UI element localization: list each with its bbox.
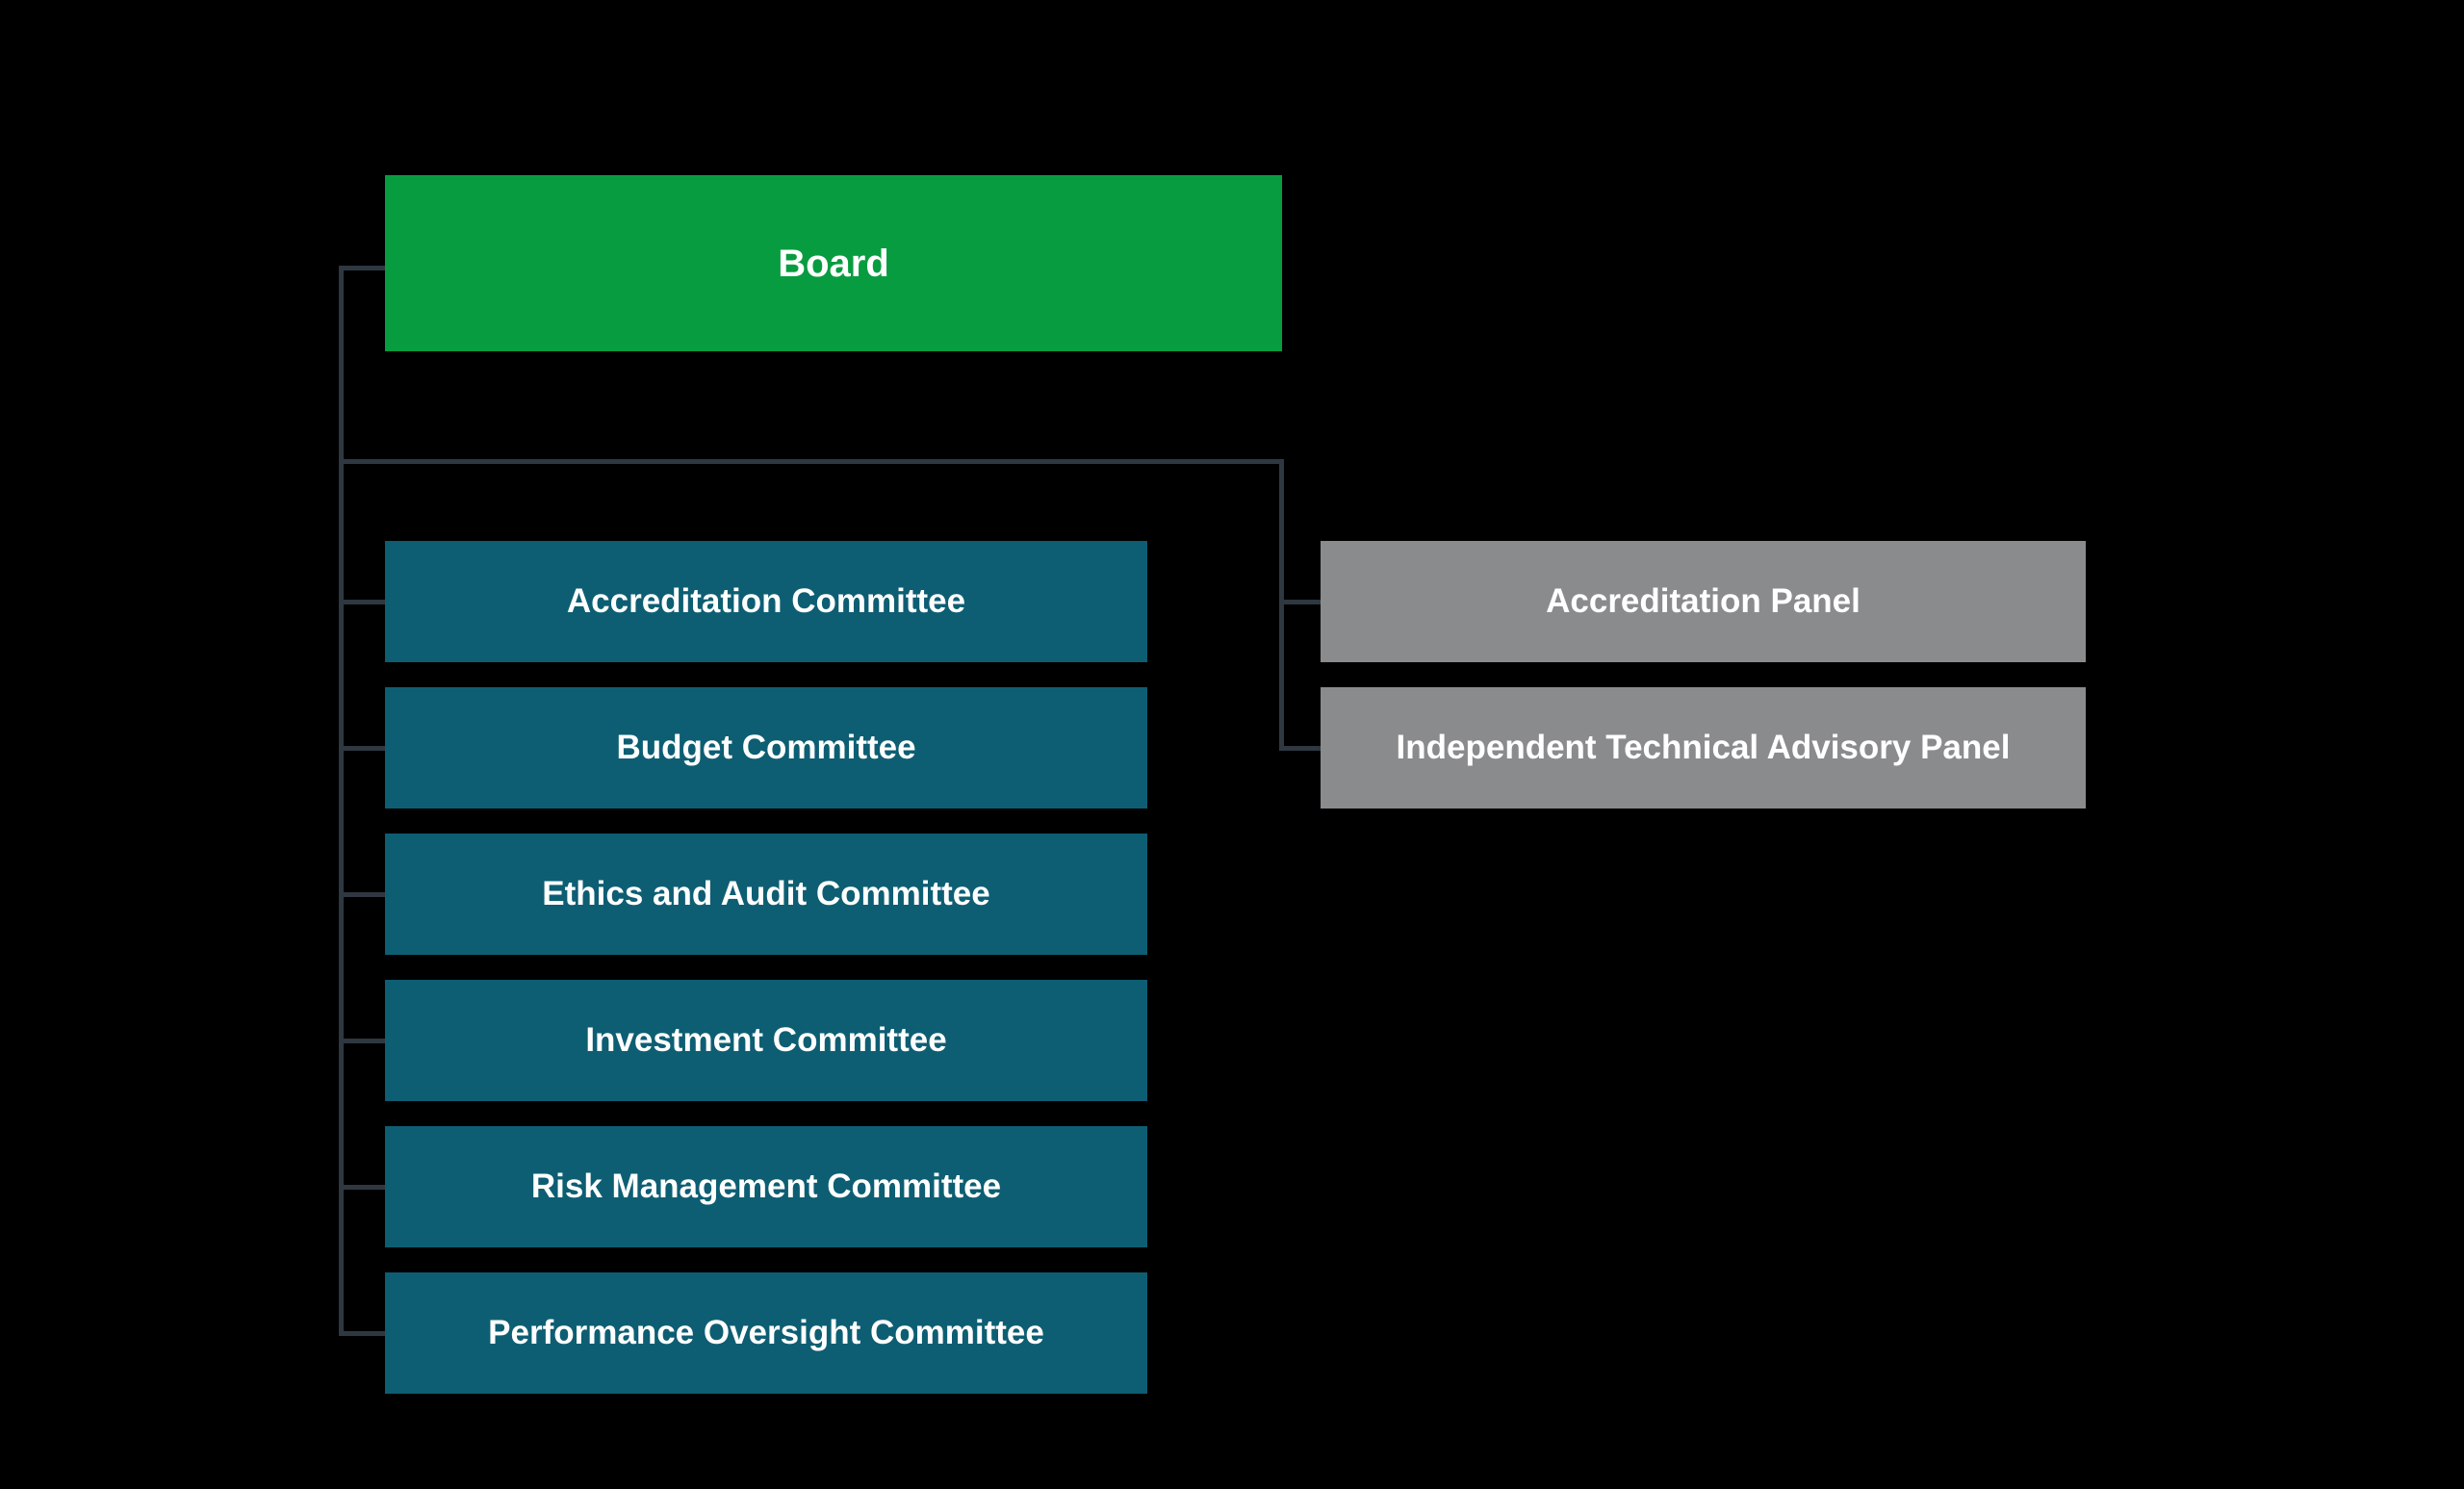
connector-stub-committee-4 (339, 1039, 385, 1043)
committee-node-risk-management: Risk Management Committee (385, 1126, 1147, 1247)
committee-node-accreditation: Accreditation Committee (385, 541, 1147, 662)
panel-label: Accreditation Panel (1546, 581, 1861, 620)
connector-stub-committee-2 (339, 746, 385, 751)
panel-node-independent-technical-advisory: Independent Technical Advisory Panel (1321, 687, 2086, 809)
committee-label: Investment Committee (585, 1020, 947, 1059)
board-label: Board (778, 242, 889, 285)
committee-node-budget: Budget Committee (385, 687, 1147, 809)
connector-stub-committee-1 (339, 600, 385, 604)
connector-stub-committee-3 (339, 892, 385, 897)
committee-node-ethics-audit: Ethics and Audit Committee (385, 834, 1147, 955)
panel-label: Independent Technical Advisory Panel (1396, 728, 2011, 766)
committee-label: Ethics and Audit Committee (542, 874, 990, 912)
committee-label: Performance Oversight Committee (488, 1313, 1044, 1351)
board-node: Board (385, 175, 1282, 351)
committee-label: Accreditation Committee (566, 581, 966, 620)
committee-node-investment: Investment Committee (385, 980, 1147, 1101)
connector-right-trunk (1279, 459, 1284, 751)
panel-node-accreditation: Accreditation Panel (1321, 541, 2086, 662)
connector-stub-committee-5 (339, 1185, 385, 1190)
connector-horizontal-under-board (339, 459, 1284, 464)
committee-node-performance-oversight: Performance Oversight Committee (385, 1272, 1147, 1394)
committee-label: Budget Committee (616, 728, 916, 766)
connector-stub-committee-6 (339, 1331, 385, 1336)
connector-stub-panel-1 (1279, 600, 1321, 604)
committee-label: Risk Management Committee (530, 1167, 1002, 1205)
connector-stub-panel-2 (1279, 746, 1321, 751)
connector-stub-board (339, 266, 385, 270)
connector-left-trunk (339, 266, 344, 1336)
